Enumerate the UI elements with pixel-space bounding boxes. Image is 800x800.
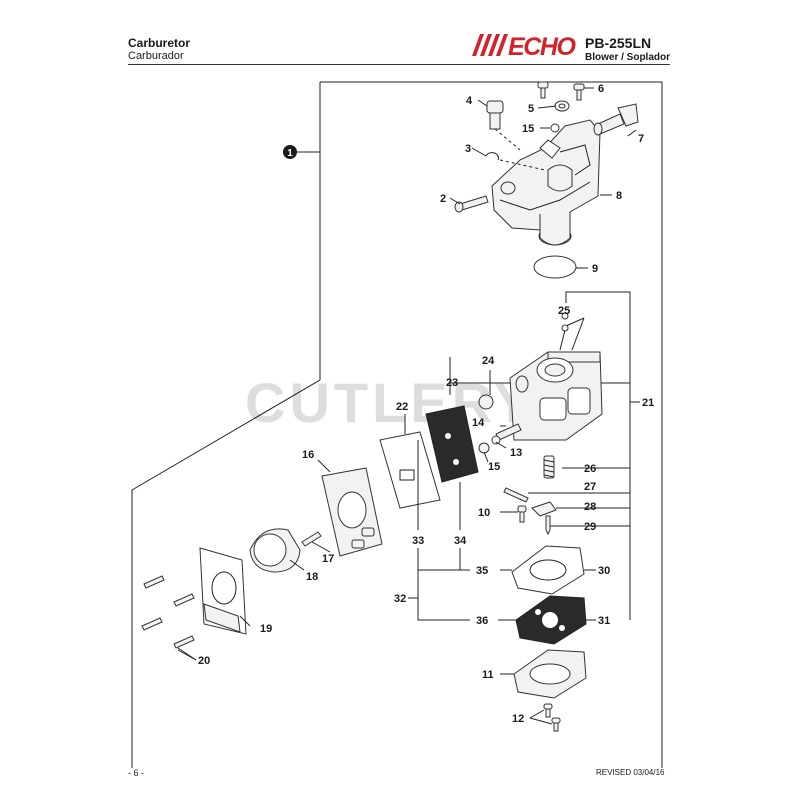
model-number: PB-255LN [585, 35, 652, 51]
diaphragm-part-31 [515, 595, 587, 645]
callout-11: 11 [482, 669, 494, 681]
callout-14: 14 [472, 417, 485, 429]
page-subtitle: Carburador [128, 50, 184, 62]
callout-33: 33 [412, 535, 424, 547]
page-title: Carburetor [128, 36, 191, 50]
diaphragm-part-23 [425, 405, 479, 483]
gasket-part-9 [533, 255, 577, 279]
screws-part-20 [141, 575, 197, 661]
callout-30: 30 [598, 565, 610, 577]
callout-29: 29 [584, 521, 596, 533]
intake-housing [491, 119, 601, 246]
callout-labels: 2 3 4 5 6 7 8 9 15 25 24 23 22 21 14 13 … [198, 83, 654, 725]
callout-35: 35 [476, 565, 488, 577]
callout-31: 31 [598, 615, 610, 627]
needle-part-29 [545, 515, 551, 536]
callout-21: 21 [642, 397, 654, 409]
callout-5: 5 [528, 103, 534, 115]
logo-stripes [472, 34, 508, 56]
callout-8: 8 [616, 190, 622, 202]
callout-34: 34 [454, 535, 467, 547]
pump-body-part-16 [321, 467, 383, 557]
plug-part-24 [478, 394, 494, 410]
callout-18: 18 [306, 571, 318, 583]
assembly-marker [283, 145, 297, 159]
callout-27: 27 [584, 481, 596, 493]
logo-text: ECHO [508, 33, 577, 58]
assembly-marker-label: 1 [287, 148, 293, 159]
callout-23: 23 [446, 377, 458, 389]
screw-part-17 [301, 531, 322, 547]
circlip-part-3 [485, 152, 546, 171]
callout-32: 32 [394, 593, 406, 605]
callout-26: 26 [584, 463, 596, 475]
model-description: Blower / Soplador [585, 52, 671, 63]
revision-date: REVISED 03/04/16 [596, 768, 665, 777]
washer-part-5 [554, 100, 570, 112]
callout-28: 28 [584, 501, 596, 513]
callout-15-upper: 15 [522, 123, 534, 135]
gasket-part-22 [379, 431, 441, 509]
pin-part-27 [503, 487, 529, 503]
callout-7: 7 [638, 133, 644, 145]
washer-part-15-lower [478, 442, 490, 454]
screw-part-10 [517, 505, 527, 523]
assembly-outline [131, 81, 663, 768]
callout-9: 9 [592, 263, 598, 275]
spring-part-26 [543, 455, 555, 479]
throttle-shaft-part-7 [593, 103, 639, 136]
lever-part-28 [531, 501, 557, 517]
carburetor-body [509, 317, 603, 441]
callout-25: 25 [558, 305, 570, 317]
callout-12: 12 [512, 713, 524, 725]
ball-part-25 [561, 312, 569, 332]
gasket-part-30 [511, 545, 585, 595]
callout-36: 36 [476, 615, 488, 627]
echo-logo: ECHO [472, 33, 577, 58]
callout-6: 6 [598, 83, 604, 95]
bracket-32 [408, 548, 470, 621]
callout-17: 17 [322, 553, 334, 565]
oring-part-15-upper [550, 123, 560, 133]
callout-4: 4 [466, 95, 473, 107]
page-number: - 6 - [128, 768, 145, 778]
leader-lines [177, 87, 640, 725]
screw-part-2 [454, 195, 489, 213]
header-rule [128, 64, 670, 65]
screw-part-4 [486, 100, 521, 151]
screws-part-12 [543, 703, 561, 732]
retainer-part-19 [199, 547, 247, 635]
callout-13: 13 [510, 447, 522, 459]
callout-19: 19 [260, 623, 272, 635]
callout-2: 2 [440, 193, 446, 205]
screws-part-6 [537, 81, 585, 101]
callout-22: 22 [396, 401, 408, 413]
oring-part-14 [491, 435, 501, 445]
callout-15-lower: 15 [488, 461, 500, 473]
callout-24: 24 [482, 355, 495, 367]
callout-10: 10 [478, 507, 490, 519]
leader-16 [317, 459, 331, 473]
callout-3: 3 [465, 143, 471, 155]
callout-16: 16 [302, 449, 314, 461]
cover-part-11 [513, 649, 587, 699]
primer-bulb-part-18 [249, 528, 301, 573]
callout-20: 20 [198, 655, 210, 667]
